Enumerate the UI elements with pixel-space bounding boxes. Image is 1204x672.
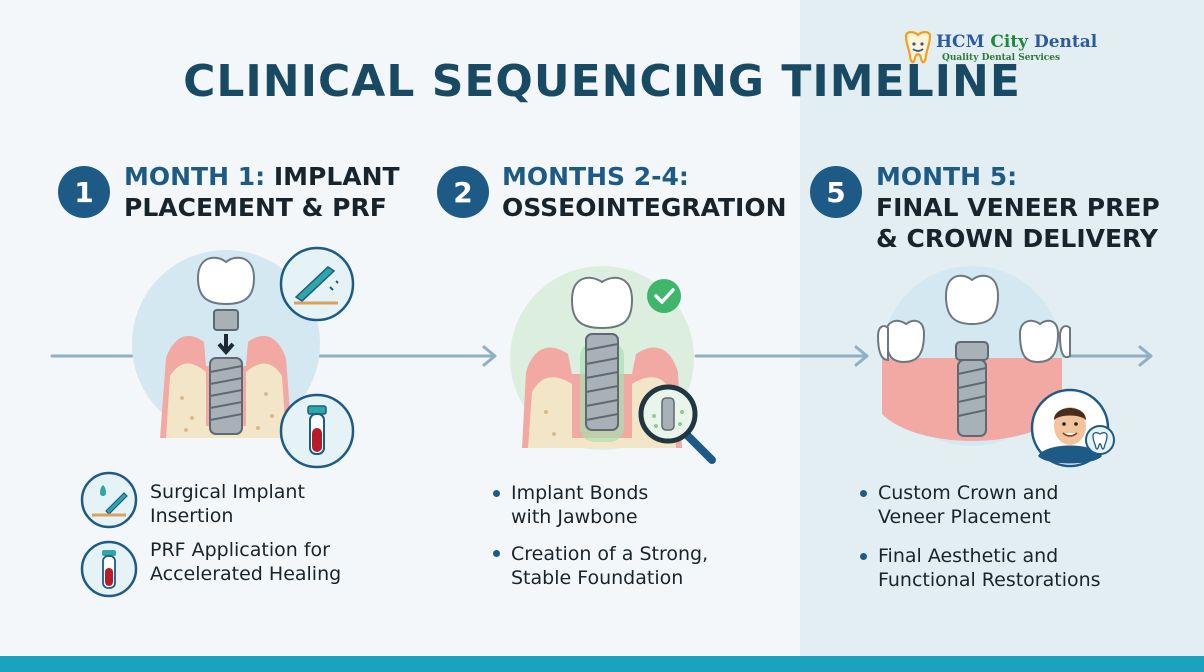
- check-icon: [647, 279, 681, 313]
- prf-tube-icon: [80, 540, 138, 598]
- step-2-bullet-1: [493, 490, 500, 497]
- brand-tagline: Quality Dental Services: [942, 53, 1061, 63]
- step-2-number: 2: [437, 166, 489, 218]
- step-5-bullet-1: [860, 490, 867, 497]
- step-5-title: MONTH 5: FINAL VENEER PREP & CROWN DELIV…: [876, 162, 1160, 253]
- scalpel-icon: [279, 246, 355, 322]
- page-title: CLINICAL SEQUENCING TIMELINE: [183, 56, 1021, 107]
- step-2-item-2: Creation of a Strong,Stable Foundation: [511, 543, 709, 589]
- step-2-title: MONTHS 2-4: OSSEOINTEGRATION: [502, 162, 787, 222]
- brand-logo: HCM City Dental Quality Dental Services: [902, 30, 1097, 70]
- step-1-title: MONTH 1: IMPLANT PLACEMENT & PRF: [124, 162, 400, 222]
- tooth-badge-icon: [1085, 425, 1115, 455]
- step-1-number: 1: [58, 166, 110, 218]
- bottom-bar: [0, 656, 1204, 672]
- step-5-number: 5: [810, 166, 862, 218]
- magnifier-icon: [638, 384, 716, 464]
- crown-delivery-illustration: [876, 266, 1071, 446]
- surgical-insertion-icon: [80, 471, 138, 529]
- brand-name: HCM City Dental: [936, 32, 1098, 52]
- step-2-bullet-2: [493, 550, 500, 557]
- implant-placement-illustration: [132, 250, 320, 438]
- tooth-logo-icon: [904, 31, 932, 64]
- step-5-bullet-2: [860, 553, 867, 560]
- blood-tube-icon: [279, 393, 355, 469]
